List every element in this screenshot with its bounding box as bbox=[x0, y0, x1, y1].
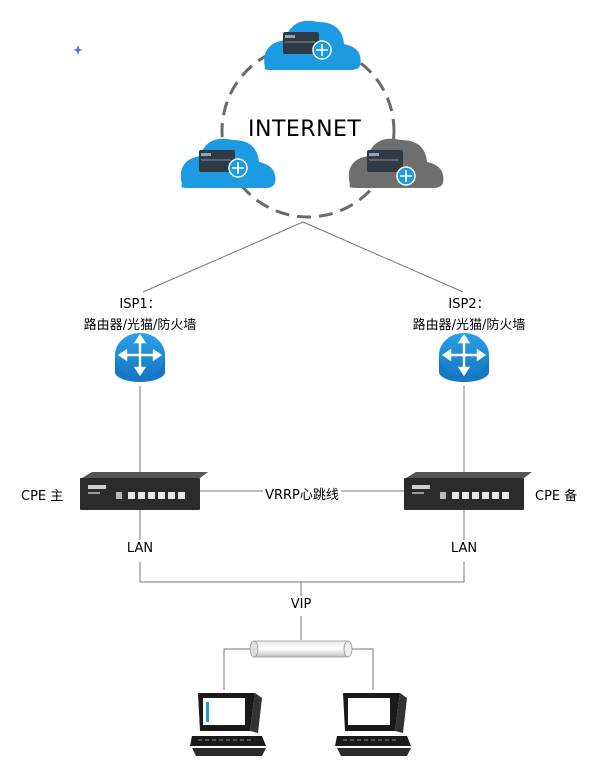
lan-right-label: LAN bbox=[450, 541, 478, 556]
link-internet-isp1 bbox=[142, 221, 304, 293]
router-icon-isp2 bbox=[439, 333, 489, 382]
switch-tube-icon bbox=[249, 640, 353, 658]
cloud-icon-right bbox=[348, 138, 444, 188]
isp1-title: ISP1： bbox=[119, 297, 161, 312]
router-icon-isp1 bbox=[115, 333, 165, 382]
computer-icon-right bbox=[335, 693, 411, 756]
lan-left-label: LAN bbox=[126, 541, 154, 556]
isp2-title: ISP2： bbox=[448, 297, 490, 312]
isp1-devices-label: 路由器/光猫/防火墙 bbox=[83, 318, 197, 333]
cpe-main-device-icon bbox=[80, 472, 208, 510]
computer-icon-left bbox=[190, 693, 266, 756]
cpe-backup-device-icon bbox=[404, 472, 532, 510]
cpe-backup-label: CPE 备 bbox=[535, 489, 578, 504]
isp2-devices-label: 路由器/光猫/防火墙 bbox=[412, 318, 526, 333]
cloud-icon-left bbox=[180, 138, 276, 188]
vip-label: VIP bbox=[290, 597, 312, 612]
cloud-icon-top bbox=[264, 20, 361, 70]
sparkle-icon bbox=[73, 45, 83, 55]
link-internet-isp2 bbox=[302, 221, 464, 293]
link-switch-pc-right bbox=[352, 648, 374, 690]
vrrp-heartbeat-label: VRRP心跳线 bbox=[263, 484, 341, 503]
internet-label: INTERNET bbox=[248, 117, 362, 142]
lan-bus-line bbox=[139, 562, 465, 583]
link-switch-pc-left bbox=[223, 648, 250, 690]
cpe-main-label: CPE 主 bbox=[21, 489, 64, 504]
